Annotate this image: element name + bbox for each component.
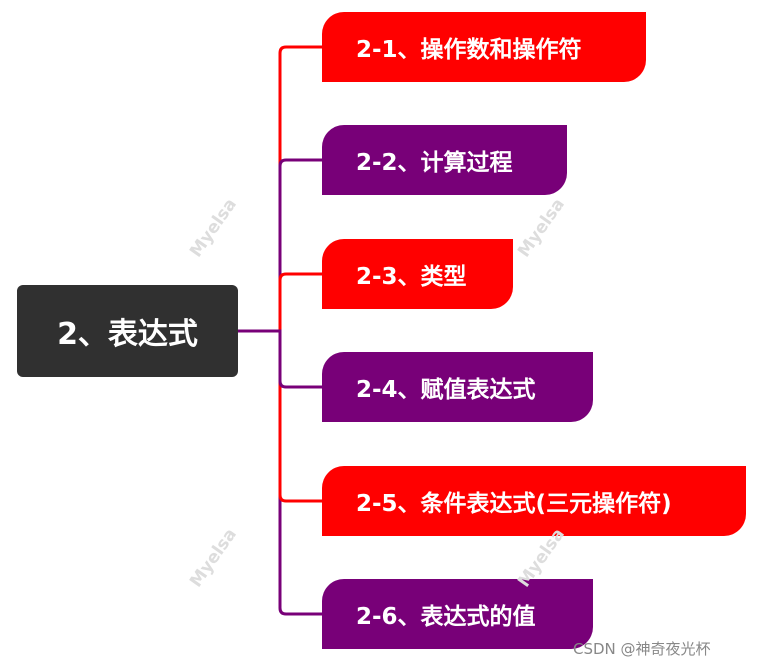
subtopic-label: 2-1、操作数和操作符: [356, 37, 582, 63]
subtopic-label: 2-5、条件表达式(三元操作符): [356, 491, 672, 517]
connector-line: [238, 329, 322, 503]
subtopic-label: 2-6、表达式的值: [356, 604, 536, 630]
subtopic-2[interactable]: 2-2、计算过程: [322, 125, 567, 195]
connector-line: [238, 272, 322, 333]
subtopic-5[interactable]: 2-5、条件表达式(三元操作符): [322, 466, 746, 536]
subtopic-6[interactable]: 2-6、表达式的值: [322, 579, 593, 649]
subtopic-3[interactable]: 2-3、类型: [322, 239, 513, 309]
root-label: 2、表达式: [57, 317, 198, 352]
subtopic-label: 2-2、计算过程: [356, 150, 513, 176]
connector-line: [238, 158, 322, 333]
subtopic-1[interactable]: 2-1、操作数和操作符: [322, 12, 646, 82]
subtopic-4[interactable]: 2-4、赋值表达式: [322, 352, 593, 422]
root-topic[interactable]: 2、表达式: [17, 285, 238, 377]
credit-text: CSDN @神奇夜光杯: [573, 640, 711, 658]
connector-line: [238, 45, 322, 333]
connector-line: [238, 329, 322, 389]
subtopic-label: 2-3、类型: [356, 264, 467, 290]
connector-line: [238, 329, 322, 616]
subtopic-label: 2-4、赋值表达式: [356, 377, 536, 403]
